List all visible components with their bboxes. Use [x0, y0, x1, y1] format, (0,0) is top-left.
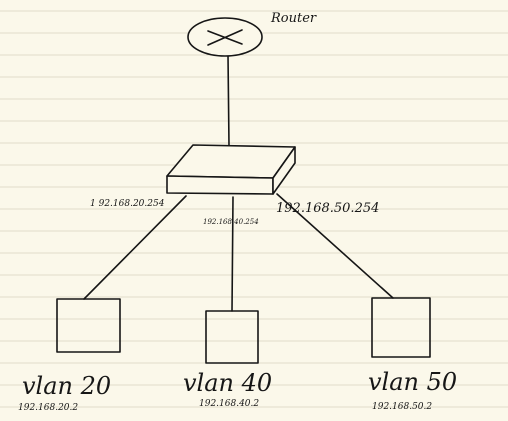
link-vlan-20: [83, 195, 187, 300]
router-icon: [187, 17, 263, 57]
vlan-20-ip: 192.168.20.2: [18, 403, 78, 413]
vlan-50-ip: 192.168.50.2: [372, 402, 432, 412]
vlan-40-host-box: [205, 310, 259, 364]
switch-ip-left: 1 92.168.20.254: [90, 199, 165, 209]
vlan-40-label: vlan 40: [183, 369, 272, 397]
vlan-40-ip: 192.168.40.2: [199, 399, 259, 409]
ruled-paper-lines: [0, 10, 508, 408]
vlan-20-host-box: [56, 298, 121, 353]
link-vlan-40: [231, 196, 234, 312]
vlan-50-label: vlan 50: [368, 368, 457, 396]
switch-ip-mid: 192.168.40.254: [203, 218, 259, 226]
switch-icon: [166, 144, 296, 195]
vlan-50-host-box: [371, 297, 431, 358]
link-vlan-50: [276, 193, 394, 299]
router-switch-link: [227, 54, 230, 147]
switch-ip-right: 192.168.50.254: [276, 201, 379, 216]
vlan-20-label: vlan 20: [22, 372, 111, 400]
router-label: Router: [270, 11, 317, 26]
